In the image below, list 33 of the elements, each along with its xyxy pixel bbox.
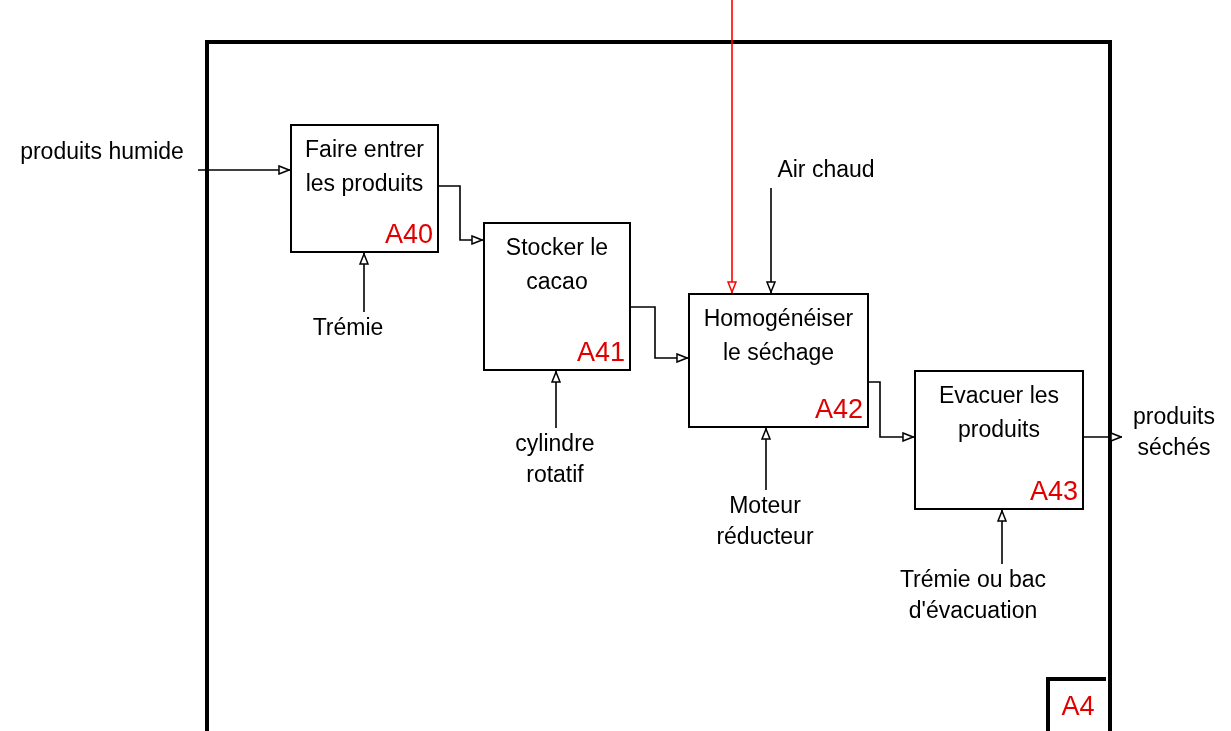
arrow [551,370,561,429]
process-title: Stocker le cacao [504,233,610,296]
process-title: Faire entrer les produits [304,135,425,198]
diagram-number-box [1046,677,1106,731]
process-box [914,370,1084,510]
node-number: A40 [384,219,433,249]
diagram-frame [205,40,1112,731]
flow-label: produits séchés [1122,401,1226,465]
flow-label: produits humide [6,136,198,170]
node-number: A42 [814,394,863,424]
process-title: Homogénéiser le séchage [702,304,855,367]
arrow [359,252,369,313]
arrow [761,427,771,491]
process-title: Evacuer les produits [937,381,1061,444]
arrow [630,306,689,363]
process-box [688,293,869,428]
flow-label: Air chaud [762,154,890,188]
arrow [1083,432,1123,442]
arrow [997,509,1007,565]
flow-label: Trémie ou bac d'évacuation [895,564,1051,660]
arrow [868,381,915,442]
arrow [727,0,737,294]
process-box [483,222,631,371]
arrow [766,187,776,294]
node-number: A43 [1029,476,1078,506]
arrow [438,185,484,245]
flow-label: Moteur réducteur [695,490,835,554]
diagram-number: A4 [1060,691,1096,721]
node-number: A41 [576,337,625,367]
flow-label: cylindre rotatif [490,428,620,492]
process-box [290,124,439,253]
flow-label: Trémie [300,312,396,346]
arrow [197,165,291,175]
